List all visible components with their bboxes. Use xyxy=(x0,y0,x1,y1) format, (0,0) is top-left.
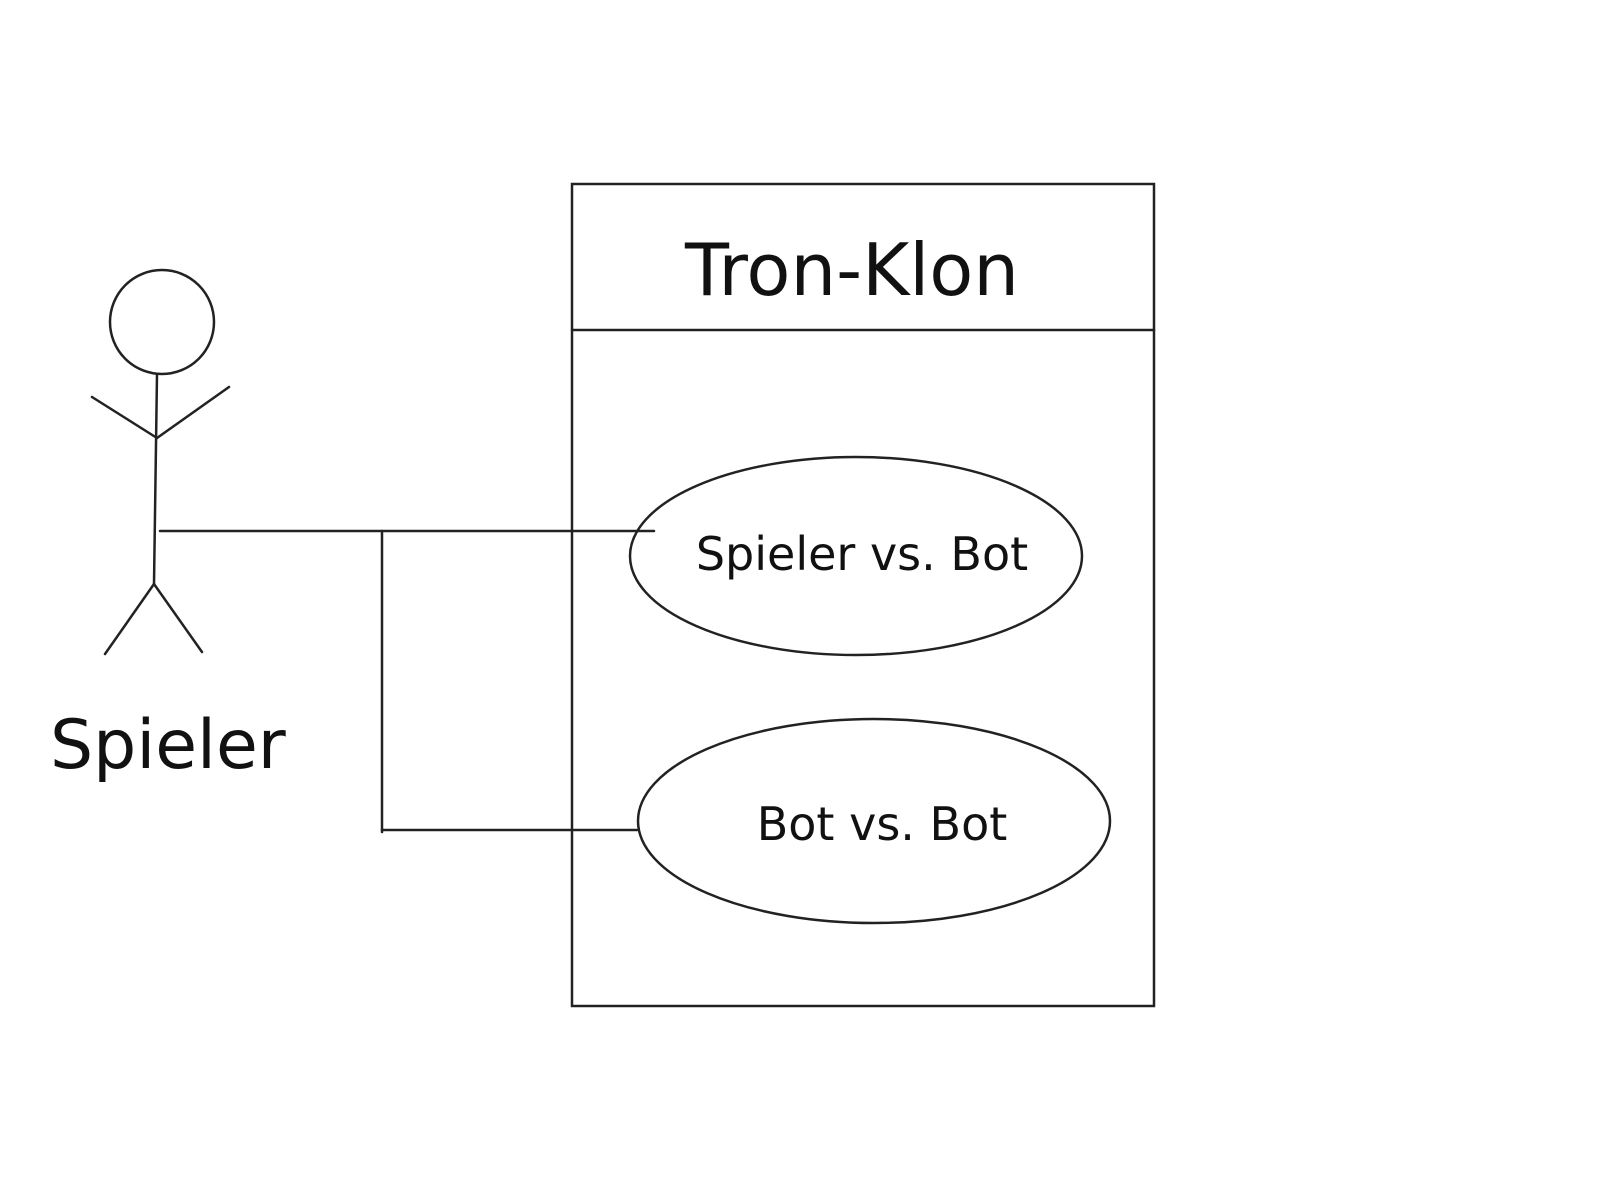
actor-spieler[interactable]: Spieler xyxy=(50,268,286,785)
actor-left-arm xyxy=(90,395,159,440)
system-boundary-box xyxy=(570,182,1156,1008)
actor-body xyxy=(152,372,159,586)
system-title: Tron-Klon xyxy=(684,228,1019,312)
associations xyxy=(158,529,656,834)
stick-figure-icon xyxy=(90,268,231,656)
actor-head xyxy=(108,268,216,376)
use-case-spieler-vs-bot[interactable]: Spieler vs. Bot xyxy=(628,455,1084,657)
actor-right-leg xyxy=(152,582,204,654)
use-case-label: Spieler vs. Bot xyxy=(696,527,1028,581)
use-case-label: Bot vs. Bot xyxy=(757,797,1008,851)
actor-right-arm xyxy=(155,385,231,440)
actor-label: Spieler xyxy=(50,706,286,785)
use-case-bot-vs-bot[interactable]: Bot vs. Bot xyxy=(636,717,1112,925)
system-boundary: Tron-Klon xyxy=(570,182,1156,1008)
use-case-ellipse xyxy=(628,455,1084,657)
actor-left-leg xyxy=(103,582,156,656)
use-case-ellipse xyxy=(636,717,1112,925)
